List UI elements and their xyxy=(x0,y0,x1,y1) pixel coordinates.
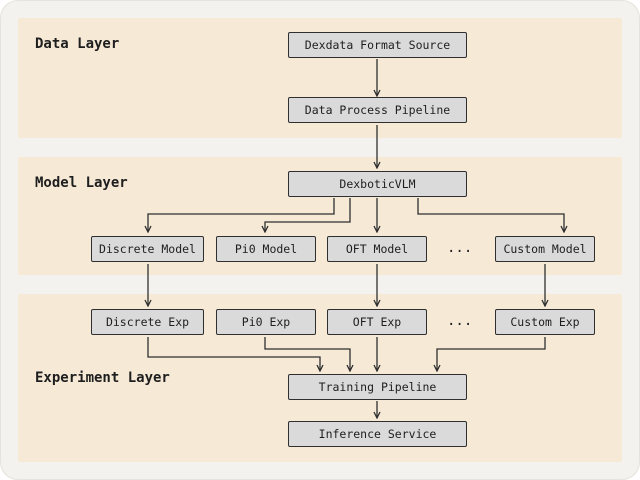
custom-exp-node: Custom Exp xyxy=(495,309,595,335)
arrow-vlm-to-discrete-model xyxy=(148,198,335,232)
arrow-discrete-exp-to-training xyxy=(147,337,320,371)
experiment-layer-title: Experiment Layer xyxy=(35,370,170,386)
arrow-custom-exp-to-training xyxy=(437,337,546,371)
arrow-vlm-to-pi0-model xyxy=(265,198,351,232)
data-process-pipeline-node: Data Process Pipeline xyxy=(288,97,467,123)
custom-model-node: Custom Model xyxy=(495,236,595,262)
model-layer-title: Model Layer xyxy=(35,175,128,191)
training-pipeline-node: Training Pipeline xyxy=(288,374,467,400)
dexdata-format-source-node: Dexdata Format Source xyxy=(288,32,467,58)
data-layer-title: Data Layer xyxy=(35,36,120,52)
arrow-pi0-exp-to-training xyxy=(264,337,350,371)
arrow-vlm-to-custom-model xyxy=(417,198,564,232)
exp-ellipsis: ... xyxy=(447,313,473,329)
oft-exp-node: OFT Exp xyxy=(327,309,427,335)
discrete-exp-node: Discrete Exp xyxy=(91,309,204,335)
inference-service-node: Inference Service xyxy=(288,421,467,447)
pi0-exp-node: Pi0 Exp xyxy=(216,309,316,335)
discrete-model-node: Discrete Model xyxy=(91,236,204,262)
model-ellipsis: ... xyxy=(447,240,473,256)
dexboticvlm-node: DexboticVLM xyxy=(288,171,467,197)
oft-model-node: OFT Model xyxy=(327,236,427,262)
pi0-model-node: Pi0 Model xyxy=(216,236,316,262)
